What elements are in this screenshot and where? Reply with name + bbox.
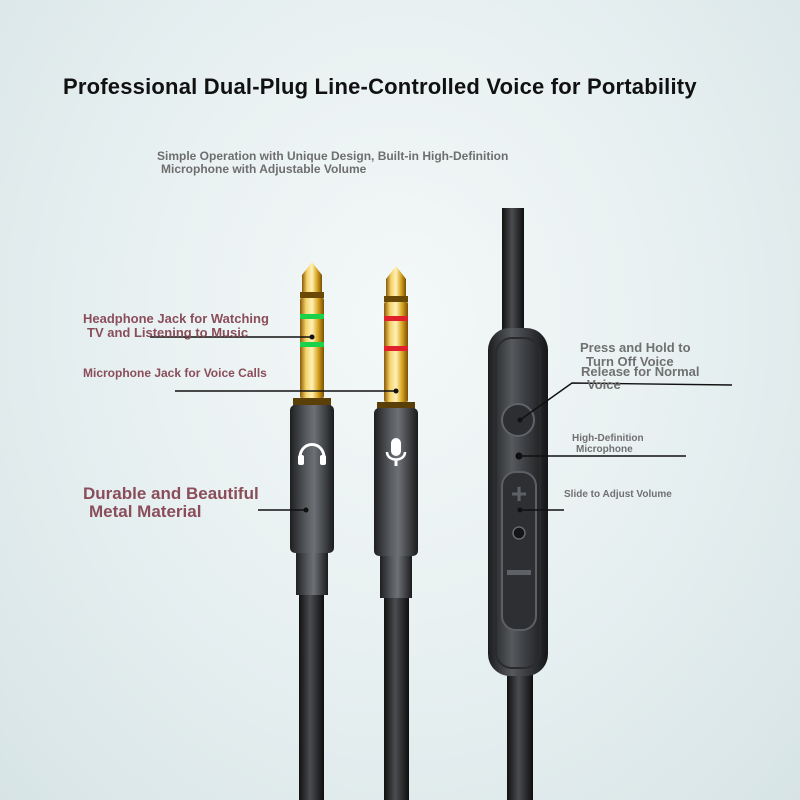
headphone-cable (299, 595, 324, 800)
subtitle-line-1: Simple Operation with Unique Design, Bui… (157, 149, 509, 163)
label-headphone-jack-line-2: TV and Listening to Music (87, 325, 249, 340)
label-hd-mic-line-1: High-Definition (572, 433, 644, 444)
label-headphone-jack: Headphone Jack for Watching TV and Liste… (83, 312, 269, 340)
microphone-icon (385, 438, 407, 466)
label-microphone-jack: Microphone Jack for Voice Calls (83, 366, 267, 380)
headphone-green-ring-2 (300, 342, 324, 347)
label-hd-mic: High-Definition Microphone (572, 433, 644, 455)
subtitle: Simple Operation with Unique Design, Bui… (157, 150, 577, 176)
label-durable: Durable and Beautiful Metal Material (83, 485, 259, 521)
page-title: Professional Dual-Plug Line-Controlled V… (63, 74, 697, 99)
label-press-hold: Press and Hold to Turn Off Voice (580, 341, 691, 369)
mic-cable (384, 595, 409, 800)
label-durable-line-1: Durable and Beautiful (83, 484, 259, 503)
label-release-line-2: Voice (587, 377, 621, 392)
headphones-icon (298, 443, 326, 465)
inline-remote: + (488, 328, 548, 676)
headphone-green-ring-1 (300, 314, 324, 319)
volume-minus-icon (507, 570, 531, 575)
mic-red-ring-1 (384, 316, 408, 321)
subtitle-line-2: Microphone with Adjustable Volume (161, 162, 367, 176)
headphone-plug (290, 262, 334, 595)
leader-press-hold (519, 382, 733, 421)
volume-slider-knob[interactable] (512, 526, 526, 540)
leader-lines (150, 334, 733, 513)
volume-slider-track[interactable] (501, 471, 537, 631)
label-headphone-jack-line-1: Headphone Jack for Watching (83, 311, 269, 326)
label-release: Release for Normal Voice (581, 365, 700, 391)
mic-red-ring-2 (384, 346, 408, 351)
label-slide-volume: Slide to Adjust Volume (564, 489, 672, 500)
bottom-cable (507, 670, 533, 800)
label-hd-mic-line-2: Microphone (576, 444, 633, 455)
label-release-line-1: Release for Normal (581, 364, 700, 379)
top-cable (502, 208, 524, 338)
label-press-hold-line-1: Press and Hold to (580, 340, 691, 355)
volume-plus-icon: + (511, 478, 527, 509)
label-durable-line-2: Metal Material (89, 502, 202, 521)
label-press-hold-line-2: Turn Off Voice (586, 354, 674, 369)
microphone-plug (374, 266, 418, 598)
